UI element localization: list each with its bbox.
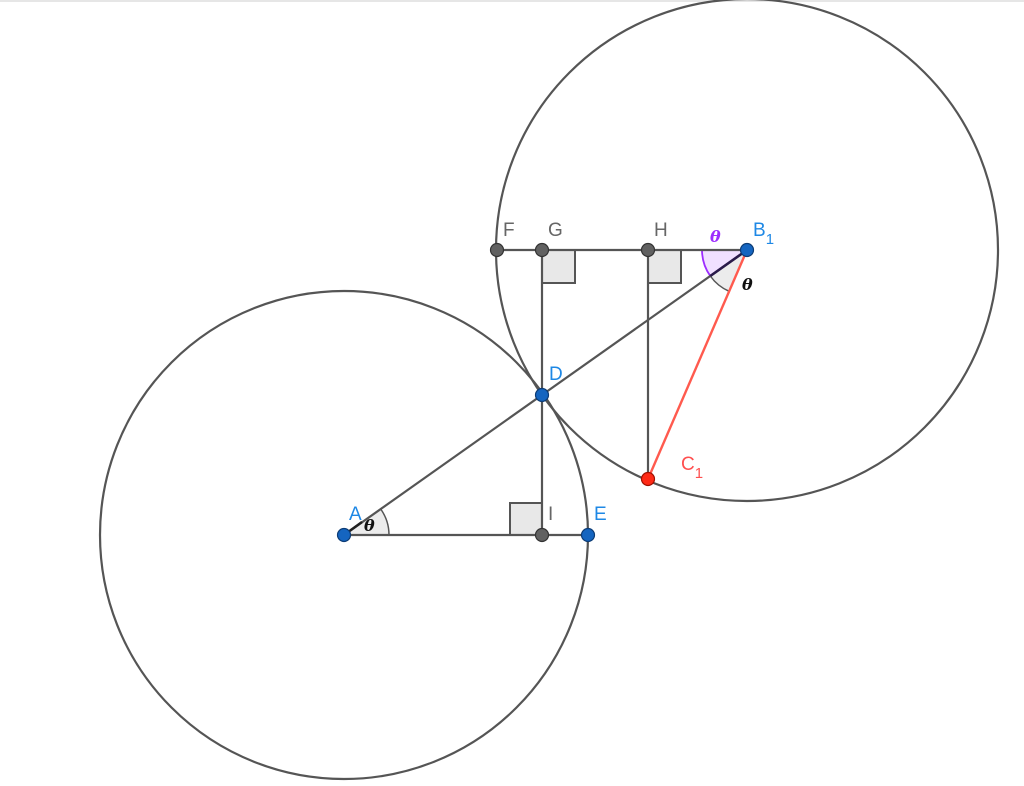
point-C1[interactable] [640,471,656,487]
label-H: H [654,220,668,241]
label-B1-sub: 1 [766,231,774,248]
top-border [0,0,1024,2]
right-angle-G [541,249,576,284]
label-C1-main: C [681,454,695,475]
point-F[interactable] [489,242,505,258]
label-I: I [548,504,553,525]
label-E: E [594,504,607,525]
point-D[interactable] [534,387,550,403]
label-B1-main: B [753,220,766,241]
label-D: D [549,364,563,385]
point-H[interactable] [640,242,656,258]
label-F: F [503,220,515,241]
angle-label-A: θ [364,516,375,535]
point-B1[interactable] [739,242,755,258]
point-E[interactable] [580,527,596,543]
point-G[interactable] [534,242,550,258]
label-B1: B1 [753,220,774,248]
segment-B1-dark [709,248,748,278]
angle-label-B1-gray: θ [742,275,753,294]
angle-label-B1-purple: θ [710,227,721,246]
label-A: A [349,504,362,525]
point-A[interactable] [336,527,352,543]
label-C1: C1 [681,454,703,482]
segment-B1C1 [646,249,749,480]
point-I[interactable] [534,527,550,543]
label-C1-sub: 1 [695,465,703,482]
label-G: G [548,220,563,241]
